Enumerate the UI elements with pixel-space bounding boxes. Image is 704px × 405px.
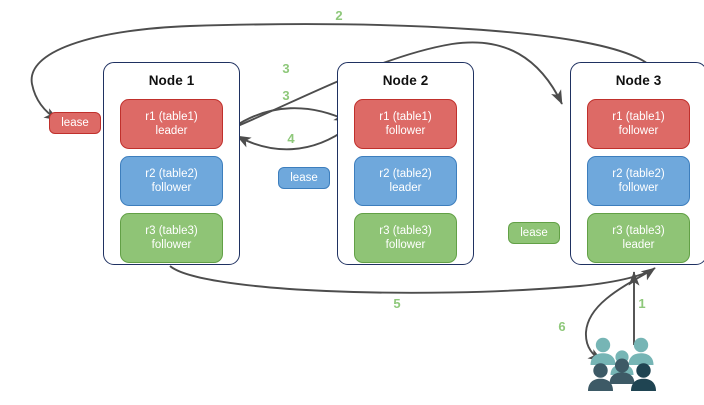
edge-label-4: 4 bbox=[287, 131, 295, 146]
lease-badge-table1[interactable]: lease bbox=[49, 112, 101, 134]
replica-name: r1 (table1) bbox=[612, 111, 665, 123]
replica-node1-r2[interactable]: r2 (table2) follower bbox=[120, 156, 223, 206]
replica-role: leader bbox=[622, 239, 655, 251]
replica-role: follower bbox=[618, 125, 659, 137]
person-front-left bbox=[588, 363, 613, 391]
person-front-center bbox=[609, 358, 635, 384]
edge-label-3b: 3 bbox=[282, 88, 290, 103]
replica-name: r2 (table2) bbox=[379, 168, 432, 180]
replica-node2-r3[interactable]: r3 (table3) follower bbox=[354, 213, 457, 263]
replica-role: follower bbox=[385, 125, 426, 137]
edge-label-5: 5 bbox=[393, 296, 401, 311]
replica-name: r1 (table1) bbox=[379, 111, 432, 123]
edge-label-1: 1 bbox=[638, 296, 646, 311]
replica-name: r3 (table3) bbox=[612, 225, 665, 237]
edge-5-path bbox=[169, 265, 656, 294]
replica-node1-r3[interactable]: r3 (table3) follower bbox=[120, 213, 223, 263]
replica-node3-r2[interactable]: r2 (table2) follower bbox=[587, 156, 690, 206]
replica-node3-r3[interactable]: r3 (table3) leader bbox=[587, 213, 690, 263]
replica-node2-r1[interactable]: r1 (table1) follower bbox=[354, 99, 457, 149]
replica-node1-r1[interactable]: r1 (table1) leader bbox=[120, 99, 223, 149]
replica-name: r2 (table2) bbox=[145, 168, 198, 180]
edge-label-6: 6 bbox=[558, 319, 566, 334]
replica-name: r2 (table2) bbox=[612, 168, 665, 180]
node-title-node2: Node 2 bbox=[382, 73, 429, 88]
users-group-icon bbox=[586, 334, 658, 394]
replica-name: r3 (table3) bbox=[379, 225, 432, 237]
lease-badge-table2[interactable]: lease bbox=[278, 167, 330, 189]
edge-3-lens-path bbox=[233, 107, 349, 128]
replica-role: leader bbox=[389, 182, 422, 194]
node-title-node1: Node 1 bbox=[148, 73, 195, 88]
person-front-right bbox=[631, 363, 656, 391]
person-back-right bbox=[628, 337, 654, 365]
replica-role: leader bbox=[155, 125, 188, 137]
replica-role: follower bbox=[151, 182, 192, 194]
replica-name: r1 (table1) bbox=[145, 111, 198, 123]
edge-label-2: 2 bbox=[335, 8, 343, 23]
replica-role: follower bbox=[385, 239, 426, 251]
edge-label-3a: 3 bbox=[282, 61, 290, 76]
node-container-node3: Node 3 r1 (table1) follower r2 (table2) … bbox=[570, 62, 704, 265]
replica-role: follower bbox=[618, 182, 659, 194]
lease-badge-table3[interactable]: lease bbox=[508, 222, 560, 244]
node-title-node3: Node 3 bbox=[615, 73, 662, 88]
replica-node2-r2[interactable]: r2 (table2) leader bbox=[354, 156, 457, 206]
replica-role: follower bbox=[151, 239, 192, 251]
replica-name: r3 (table3) bbox=[145, 225, 198, 237]
node-container-node1: Node 1 r1 (table1) leader r2 (table2) fo… bbox=[103, 62, 240, 265]
replica-node3-r1[interactable]: r1 (table1) follower bbox=[587, 99, 690, 149]
node-container-node2: Node 2 r1 (table1) follower r2 (table2) … bbox=[337, 62, 474, 265]
person-back-left bbox=[590, 337, 616, 365]
